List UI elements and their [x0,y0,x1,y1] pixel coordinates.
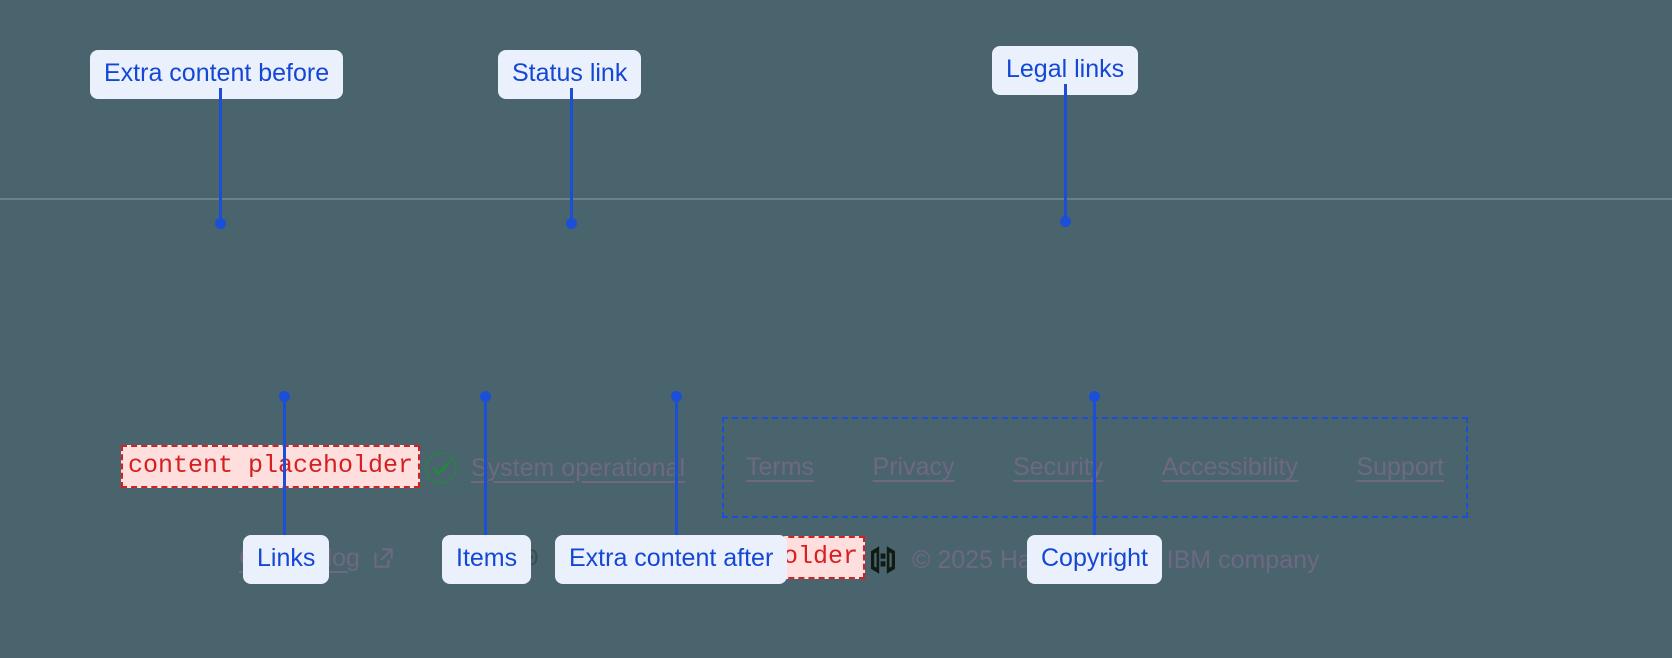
callout-items: Items [442,535,532,584]
check-circle-icon [423,450,459,486]
leader-line-links [283,396,286,535]
leader-dot-extra-content-after [671,391,682,402]
status-link-label: System operational [471,453,686,482]
callout-extra-content-before: Extra content before [90,50,344,99]
legal-link-privacy[interactable]: Privacy [872,453,955,481]
callout-extra-content-after: Extra content after [555,535,788,584]
leader-dot-legal-links [1060,216,1071,227]
leader-line-extra-content-after [675,396,678,535]
leader-line-legal-links [1064,84,1067,221]
leader-line-copyright [1093,396,1096,535]
callout-links: Links [243,535,330,584]
extra-content-before-placeholder: content placeholder [121,445,421,488]
legal-link-security[interactable]: Security [1013,453,1104,481]
leader-line-status-link [570,88,573,223]
leader-dot-status-link [566,218,577,229]
leader-line-extra-content-before [219,88,222,223]
external-link-icon [370,545,396,571]
status-link[interactable]: System operational [423,450,685,486]
callout-status-link: Status link [498,50,642,99]
legal-link-terms[interactable]: Terms [746,453,815,481]
leader-dot-items [480,391,491,402]
legal-link-support[interactable]: Support [1356,453,1444,481]
callout-legal-links: Legal links [992,46,1139,95]
leader-dot-copyright [1089,391,1100,402]
callout-copyright: Copyright [1027,535,1162,584]
hashicorp-logo-icon [868,544,898,576]
legal-link-accessibility[interactable]: Accessibility [1161,453,1298,481]
leader-dot-links [279,391,290,402]
leader-line-items [484,396,487,535]
leader-dot-extra-content-before [215,218,226,229]
